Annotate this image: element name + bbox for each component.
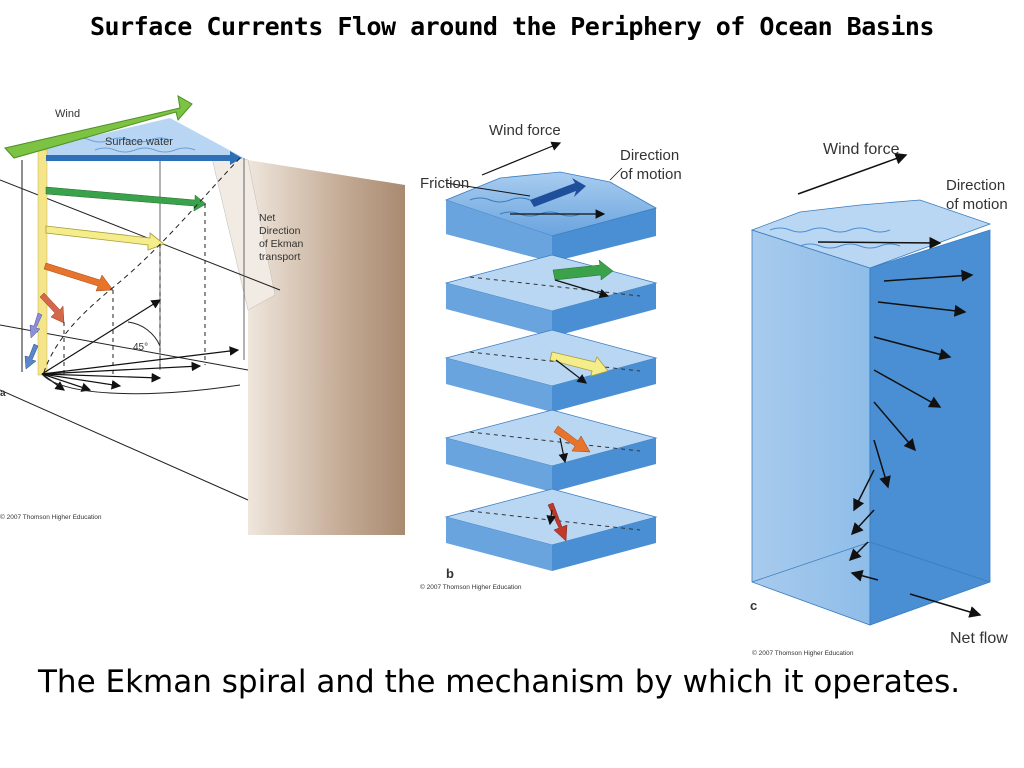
water-layer-1	[444, 171, 658, 262]
current-arrow-purple	[29, 312, 43, 339]
wind-force-label-c: Wind force	[823, 141, 900, 158]
current-arrow-red	[39, 292, 65, 324]
panel-a-copyright: © 2007 Thomson Higher Education	[0, 513, 102, 521]
panel-c: Wind force Direction of motion Net flow …	[750, 141, 1008, 657]
caption: The Ekman spiral and the mechanism by wh…	[38, 664, 961, 700]
water-layer-4	[444, 409, 658, 492]
ekman-wall	[248, 160, 405, 535]
water-layer-3	[444, 329, 658, 412]
net-direction-label-3: of Ekman	[259, 238, 304, 250]
surface-water-label: Surface water	[105, 136, 173, 148]
current-arrow-yellow	[45, 225, 165, 251]
panel-b-copyright: © 2007 Thomson Higher Education	[420, 583, 522, 591]
panel-b-motion-arrows	[445, 141, 623, 526]
panel-b-letter: b	[446, 566, 454, 581]
water-column-left	[751, 229, 871, 626]
panel-b: Wind force Friction Direction of motion …	[420, 122, 682, 591]
page-title: Surface Currents Flow around the Periphe…	[90, 12, 934, 41]
panel-c-copyright: © 2007 Thomson Higher Education	[752, 649, 854, 657]
box-edge	[0, 389, 249, 501]
net-direction-label-2: Direction	[259, 225, 301, 237]
direction-label-b-2: of motion	[620, 166, 682, 183]
surface-current-arrow	[46, 151, 242, 165]
wind-pole	[37, 149, 48, 376]
current-arrow-blue	[24, 343, 39, 370]
net-direction-label-1: Net	[259, 212, 275, 224]
panel-a: 45° Wind Surface water Net Direction of …	[0, 95, 405, 535]
panel-c-letter: c	[750, 598, 757, 613]
water-layer-2	[444, 254, 658, 337]
wind-arrow	[4, 95, 193, 159]
direction-label-c-2: of motion	[946, 196, 1008, 213]
direction-label-b-1: Direction	[620, 147, 679, 164]
friction-label: Friction	[420, 175, 469, 192]
water-layer-5	[444, 488, 658, 571]
wind-label: Wind	[55, 108, 80, 120]
current-arrow-green	[45, 186, 207, 212]
angle-label: 45°	[133, 342, 148, 353]
wind-force-label-b: Wind force	[489, 122, 561, 139]
spiral-dashed-curve	[43, 157, 241, 373]
net-flow-label: Net flow	[950, 630, 1008, 647]
water-column-top	[750, 199, 992, 269]
net-direction-label-4: transport	[259, 251, 301, 263]
panel-c-motion-arrows	[797, 152, 982, 618]
water-column-right	[869, 229, 991, 626]
current-arrow-orange	[43, 262, 114, 292]
panel-a-letter: a	[0, 388, 6, 399]
direction-label-c-1: Direction	[946, 177, 1005, 194]
bottom-projection-arrows	[41, 299, 241, 395]
